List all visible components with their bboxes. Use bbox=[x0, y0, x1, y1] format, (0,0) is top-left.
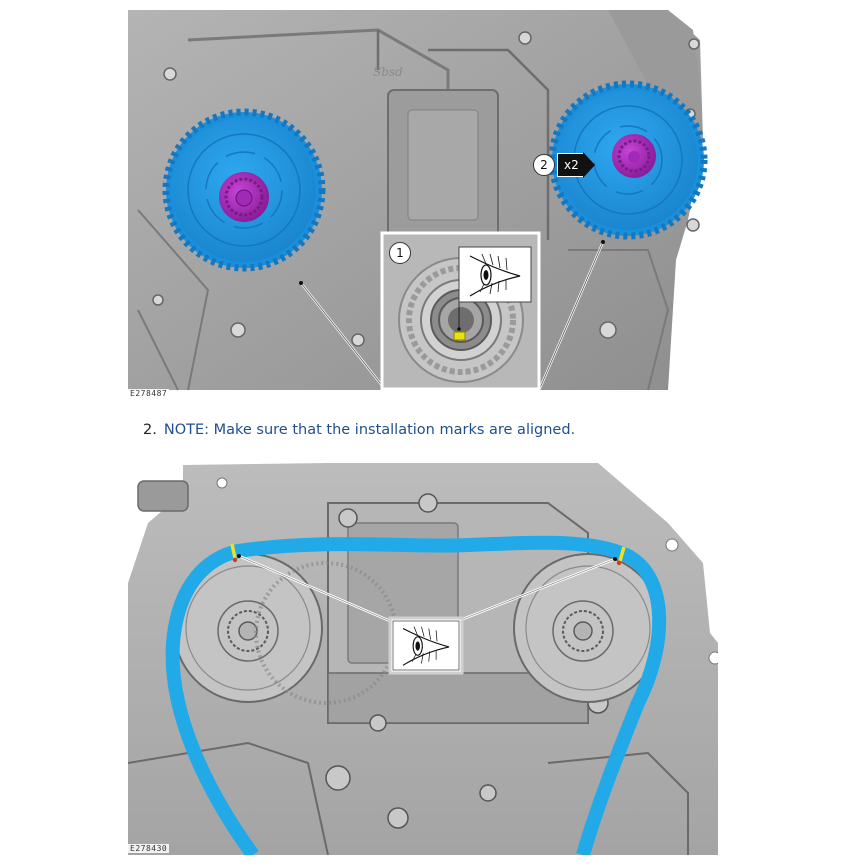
figure-id: E278487 bbox=[128, 389, 170, 398]
quantity-label: x2 bbox=[557, 153, 583, 177]
casting-mark: Sbsd bbox=[373, 65, 403, 79]
callout-number: 1 bbox=[396, 246, 404, 260]
eye-icon bbox=[469, 253, 521, 297]
figure-id: E278430 bbox=[128, 844, 170, 853]
callout-number: 2 bbox=[540, 158, 548, 172]
callout-2: 2 bbox=[533, 154, 555, 176]
figure-camshaft-sprockets: Sbsd bbox=[128, 10, 718, 402]
figure-timing-chain: E278430 bbox=[128, 463, 718, 855]
step-item: 2. NOTE: Make sure that the installation … bbox=[143, 422, 575, 438]
eye-icon bbox=[402, 626, 450, 666]
timing-chain-illustration bbox=[128, 463, 718, 855]
step-number: 2. bbox=[143, 422, 157, 438]
arrow-right-icon bbox=[582, 152, 595, 178]
left-camshaft-sprocket bbox=[162, 108, 326, 272]
step-note: NOTE: Make sure that the installation ma… bbox=[163, 422, 576, 438]
right-camshaft-sprocket bbox=[548, 80, 708, 240]
quantity-arrow: x2 bbox=[557, 152, 595, 178]
callout-1: 1 bbox=[389, 242, 411, 264]
right-camshaft-sprocket bbox=[513, 553, 663, 703]
engine-illustration: Sbsd bbox=[128, 10, 708, 391]
alignment-marks bbox=[230, 543, 626, 566]
timing-chain bbox=[165, 535, 667, 855]
